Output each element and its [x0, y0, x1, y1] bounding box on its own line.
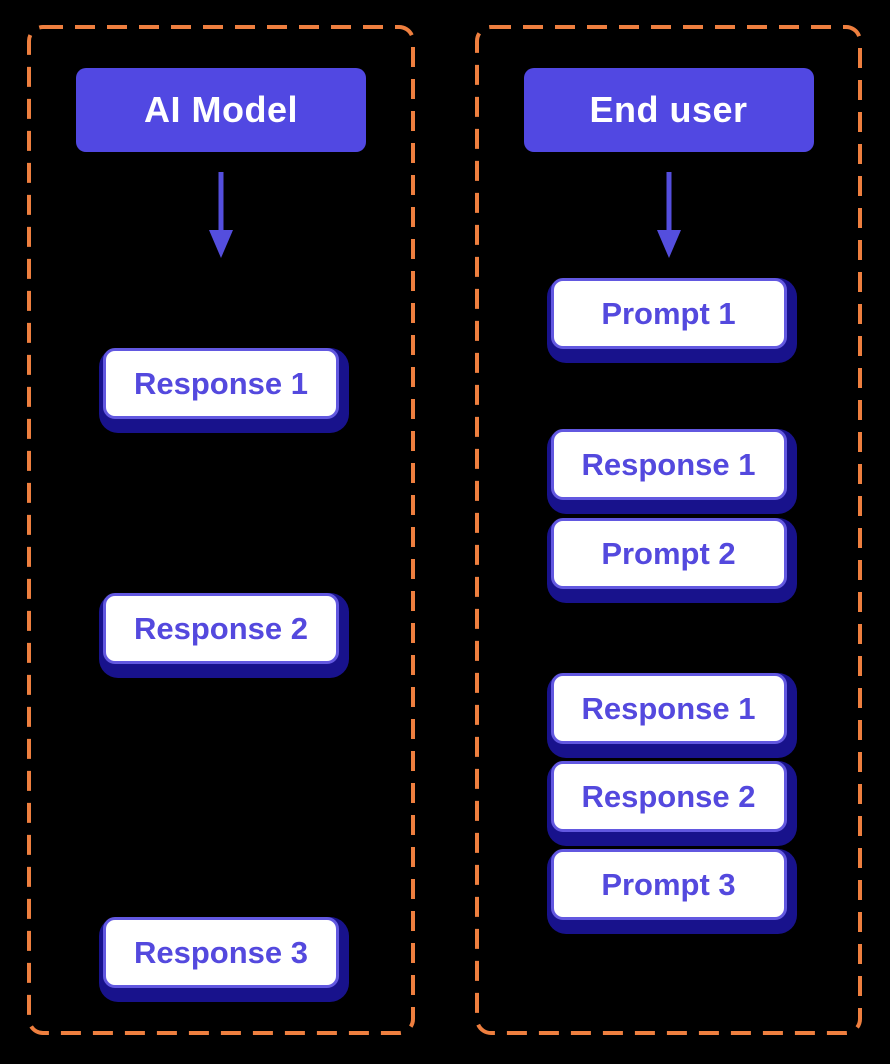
ai-model-header: AI Model: [76, 68, 366, 152]
ai-model-column: AI Model Response 1 Response 2 Response …: [27, 25, 415, 1035]
down-arrow-icon: [209, 172, 233, 258]
card-prompt-3: Prompt 3: [550, 849, 787, 920]
card-response-2: Response 2: [103, 593, 339, 664]
card-response-3: Response 3: [103, 917, 339, 988]
down-arrow-icon: [656, 172, 681, 258]
end-user-column: End user Prompt 1 Response 1 Prompt 2 Re…: [475, 25, 862, 1035]
card-response-2-turn3: Response 2: [550, 761, 787, 832]
card-response-1: Response 1: [103, 348, 339, 419]
dashed-border: [475, 25, 862, 1035]
card-response-1: Response 1: [550, 429, 787, 500]
card-prompt-1: Prompt 1: [550, 278, 787, 349]
card-prompt-2: Prompt 2: [550, 518, 787, 589]
dashed-border: [27, 25, 415, 1035]
card-response-1-turn3: Response 1: [550, 673, 787, 744]
end-user-header: End user: [523, 68, 814, 152]
